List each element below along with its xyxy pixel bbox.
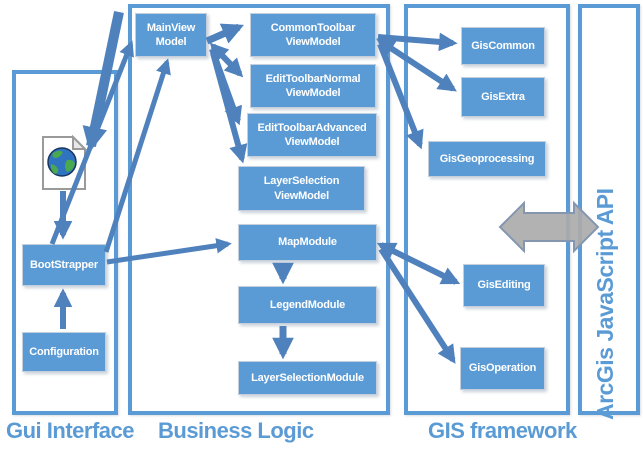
web-page-icon — [42, 135, 87, 190]
node-mainviewmodel-label: MainView Model — [146, 21, 196, 48]
node-giscommon: GisCommon — [461, 27, 545, 65]
gui-interface-label: Gui Interface — [6, 418, 134, 443]
node-gisextra-label: GisExtra — [481, 90, 525, 103]
node-edittoolbaradvanced-label: EditToolbarAdvanced ViewModel — [257, 121, 367, 148]
node-gisgeoprocessing-label: GisGeoprocessing — [439, 152, 535, 165]
node-gisextra: GisExtra — [461, 77, 545, 117]
gis-framework-label: GIS framework — [428, 418, 577, 443]
node-gisoperation-label: GisOperation — [468, 362, 537, 375]
node-configuration-label: Configuration — [29, 345, 99, 358]
node-edittoolbarnormal-viewmodel: EditToolbarNormal ViewModel — [250, 64, 376, 108]
node-mapmodule: MapModule — [238, 224, 377, 261]
node-bootstrapper: BootStrapper — [22, 244, 106, 286]
node-layerselectionmodule-label: LayerSelectionModule — [251, 371, 364, 384]
node-gisediting: GisEditing — [463, 264, 545, 307]
node-gisediting-label: GisEditing — [477, 279, 531, 292]
node-commontoolbar-label: CommonToolbar ViewModel — [270, 21, 356, 48]
node-mapmodule-label: MapModule — [278, 236, 337, 249]
arcgis-api-label: ArcGis JavaScript API — [592, 188, 618, 420]
node-gisoperation: GisOperation — [460, 347, 545, 390]
node-legendmodule: LegendModule — [238, 286, 377, 324]
node-edittoolbaradvanced-viewmodel: EditToolbarAdvanced ViewModel — [247, 113, 377, 157]
node-layerselection-viewmodel: LayerSelection ViewModel — [238, 166, 365, 211]
node-layerselectionmodule: LayerSelectionModule — [238, 361, 377, 395]
node-edittoolbarnormal-label: EditToolbarNormal ViewModel — [265, 72, 361, 99]
node-gisgeoprocessing: GisGeoprocessing — [428, 141, 546, 177]
node-commontoolbar-viewmodel: CommonToolbar ViewModel — [250, 13, 376, 57]
node-configuration: Configuration — [22, 332, 106, 372]
node-mainviewmodel: MainView Model — [135, 13, 207, 57]
node-bootstrapper-label: BootStrapper — [30, 258, 98, 271]
node-giscommon-label: GisCommon — [471, 39, 535, 52]
node-layerselectionvm-label: LayerSelection ViewModel — [263, 175, 340, 202]
business-logic-label: Business Logic — [158, 418, 314, 443]
node-legendmodule-label: LegendModule — [269, 298, 346, 311]
